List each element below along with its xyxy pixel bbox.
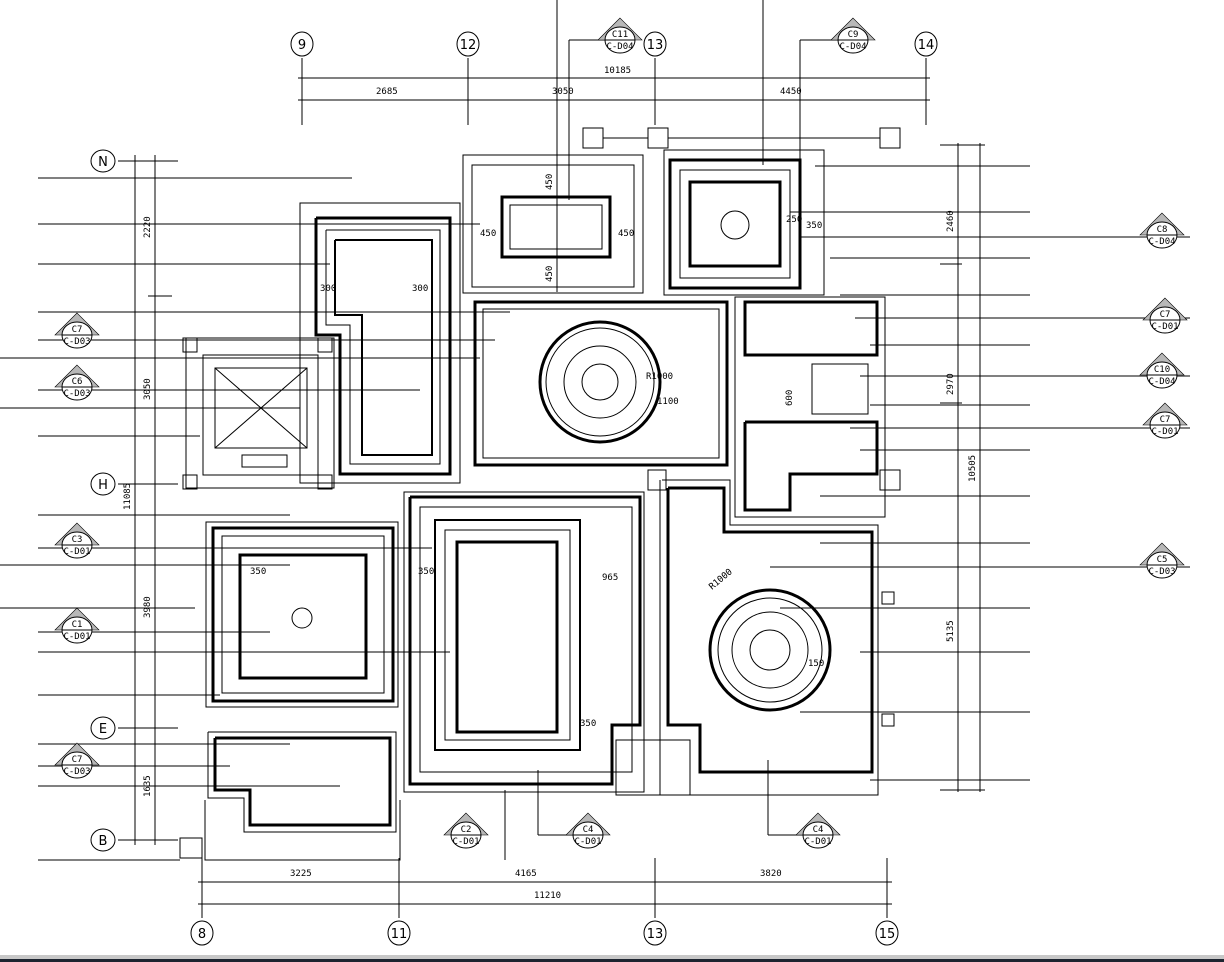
section-marker: C1C-D01 (54, 607, 100, 644)
dim-top-1: 2685 (376, 87, 398, 97)
section-marker-id: C10 (1154, 365, 1170, 375)
section-marker-id: C9 (848, 30, 859, 40)
section-marker-id: C6 (72, 377, 83, 387)
section-marker-sheet: C-D01 (63, 547, 90, 557)
dim-right-2: 2970 (946, 373, 956, 395)
dim-bottom-total: 11210 (534, 891, 561, 901)
section-marker-sheet: C-D03 (63, 767, 90, 777)
section-markers: C11C-D04C9C-D04C7C-D03C6C-D03C3C-D01C1C-… (54, 17, 1188, 849)
section-marker-id: C8 (1157, 225, 1168, 235)
label: 350 (418, 567, 434, 577)
axis-top-14: 14 (918, 38, 935, 53)
section-marker-sheet: C-D03 (1148, 567, 1175, 577)
section-marker: C2C-D01 (443, 812, 489, 849)
section-marker: C3C-D01 (54, 522, 100, 559)
axis-top-13: 13 (647, 38, 664, 53)
label: 300 (412, 284, 428, 294)
section-marker: C7C-D01 (1142, 402, 1188, 439)
dim-top-2: 3050 (552, 87, 574, 97)
label: 450 (545, 174, 555, 190)
section-marker-sheet: C-D01 (452, 837, 479, 847)
dim-right-3: 5135 (946, 620, 956, 642)
section-marker-id: C7 (1160, 415, 1171, 425)
axis-top-12: 12 (460, 38, 477, 53)
dim-top-total: 10185 (604, 66, 631, 76)
axis-left-E: E (99, 722, 107, 737)
leader-lines (0, 0, 1190, 861)
label: 965 (602, 573, 618, 583)
label: 300 (320, 284, 336, 294)
section-marker-id: C5 (1157, 555, 1168, 565)
dim-left-total: 11085 (123, 483, 133, 510)
section-marker-sheet: C-D01 (574, 837, 601, 847)
section-marker-id: C11 (612, 30, 628, 40)
section-marker: C7C-D03 (54, 312, 100, 349)
axis-bottom-15: 15 (879, 927, 896, 942)
section-marker-sheet: C-D04 (1148, 237, 1175, 247)
axis-left-N: N (98, 155, 108, 170)
axis-left-B: B (99, 834, 108, 849)
axis-bottom-11: 11 (391, 927, 408, 942)
dim-left-1: 2220 (143, 216, 153, 238)
axis-bottom-13: 13 (647, 927, 664, 942)
section-marker-sheet: C-D04 (606, 42, 633, 52)
section-marker-sheet: C-D04 (1148, 377, 1175, 387)
label: 350 (806, 221, 822, 231)
section-marker: C9C-D04 (830, 17, 876, 54)
section-marker-id: C7 (72, 755, 83, 765)
label: R1000 (708, 567, 735, 592)
label: 250 (786, 215, 802, 225)
label: 450 (480, 229, 496, 239)
section-marker-sheet: C-D03 (63, 389, 90, 399)
section-marker: C6C-D03 (54, 364, 100, 401)
section-marker: C7C-D03 (54, 742, 100, 779)
label: R1000 (646, 372, 673, 382)
dim-left-3: 3980 (143, 596, 153, 618)
taskbar (0, 959, 1224, 962)
section-marker-id: C4 (813, 825, 824, 835)
section-marker: C4C-D01 (795, 812, 841, 849)
section-marker-sheet: C-D04 (839, 42, 866, 52)
dim-right-1: 2460 (946, 210, 956, 232)
axis-left-H: H (98, 478, 108, 493)
ceiling-rooms (179, 127, 901, 861)
section-marker-sheet: C-D03 (63, 337, 90, 347)
dim-right-total: 10505 (968, 455, 978, 482)
section-marker-id: C1 (72, 620, 83, 630)
dim-bottom-3: 3820 (760, 869, 782, 879)
section-marker: C8C-D04 (1139, 212, 1185, 249)
section-marker: C5C-D03 (1139, 542, 1185, 579)
section-marker-sheet: C-D01 (63, 632, 90, 642)
section-marker: C4C-D01 (565, 812, 611, 849)
section-marker-sheet: C-D01 (804, 837, 831, 847)
axis-top-9: 9 (298, 38, 306, 53)
section-marker-id: C4 (583, 825, 594, 835)
label: 450 (618, 229, 634, 239)
label: 150 (808, 659, 824, 669)
section-marker-id: C7 (1160, 310, 1171, 320)
label: 450 (545, 266, 555, 282)
dimension-lines (118, 58, 985, 918)
axis-bubbles: 9 12 13 14 8 11 13 15 N H E B (90, 31, 938, 946)
section-marker-sheet: C-D01 (1151, 322, 1178, 332)
section-marker-id: C3 (72, 535, 83, 545)
dim-bottom-1: 3225 (290, 869, 312, 879)
axis-bottom-8: 8 (198, 927, 206, 942)
label: 350 (580, 719, 596, 729)
label: 1100 (657, 397, 679, 407)
dim-bottom-2: 4165 (515, 869, 537, 879)
section-marker-sheet: C-D01 (1151, 427, 1178, 437)
window-bottom-edge (0, 955, 1224, 959)
label: 600 (785, 390, 795, 406)
section-marker: C7C-D01 (1142, 297, 1188, 334)
label: 350 (250, 567, 266, 577)
dim-left-2: 3050 (143, 378, 153, 400)
dim-top-3: 4450 (780, 87, 802, 97)
section-marker-id: C7 (72, 325, 83, 335)
section-marker-id: C2 (461, 825, 472, 835)
